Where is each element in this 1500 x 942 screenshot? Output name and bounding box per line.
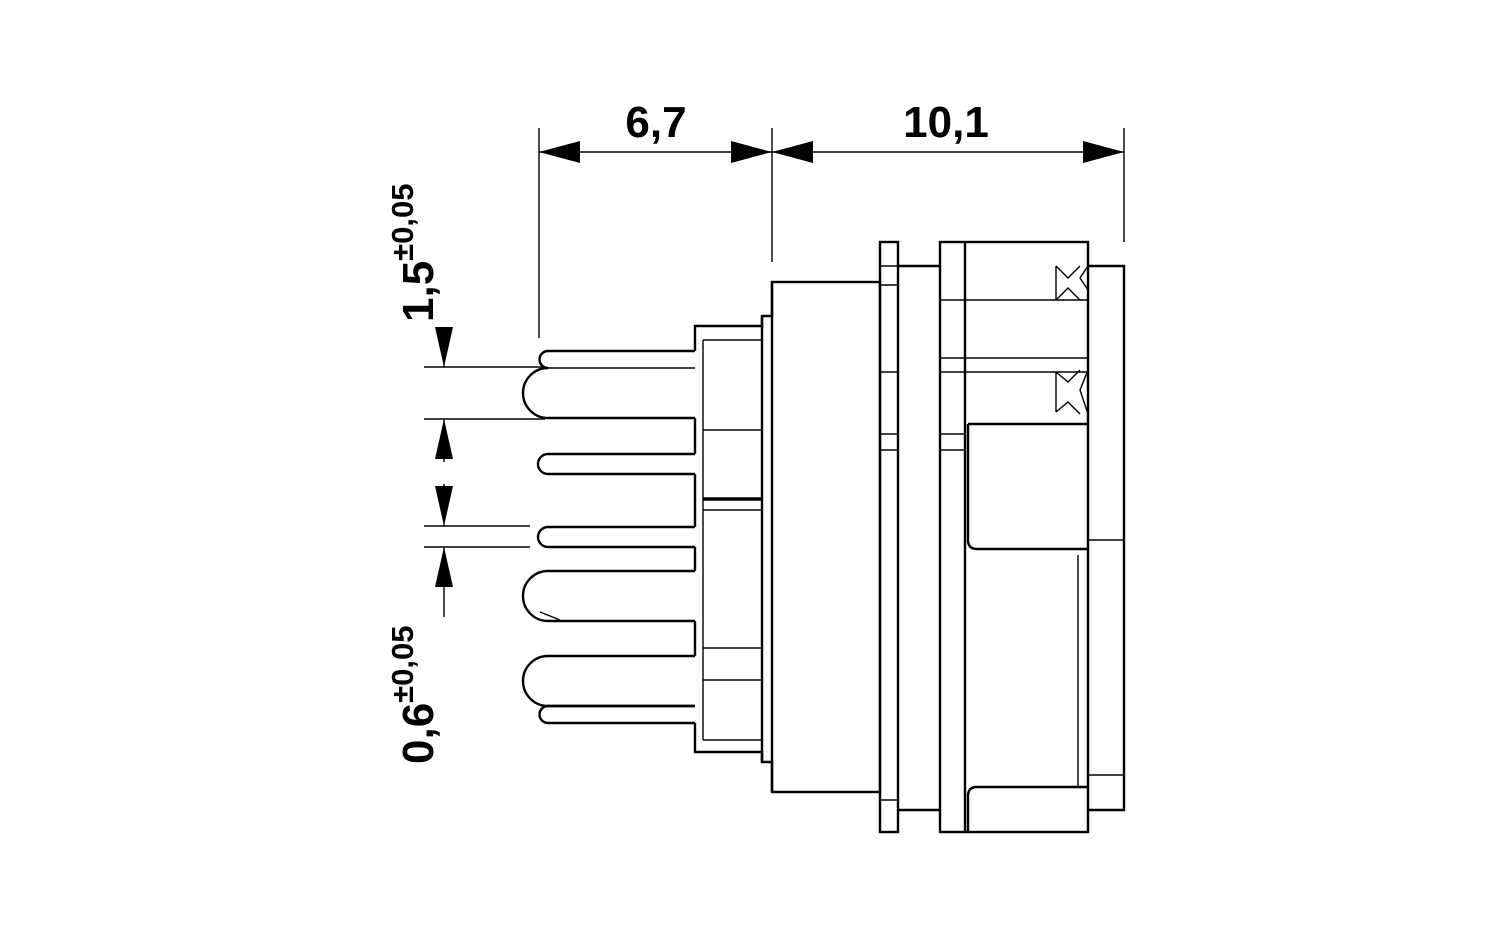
pin [521, 349, 695, 420]
pin [538, 704, 695, 725]
housing-body [770, 280, 882, 794]
arrowhead [772, 141, 813, 163]
arrowhead [731, 141, 772, 163]
flange [878, 240, 900, 834]
arrowhead [435, 327, 453, 367]
carrier-outline [693, 723, 774, 792]
chamfer-detail [1055, 369, 1089, 415]
pin [521, 654, 695, 708]
arrowhead [435, 547, 453, 587]
pin [536, 525, 695, 549]
arrowhead [435, 486, 453, 526]
pin-carrier [693, 282, 774, 792]
dimension-label-6-7: 6,7 [625, 98, 686, 147]
coupling-nut [938, 240, 1090, 834]
arrowhead [435, 419, 453, 459]
rear-step [1088, 264, 1126, 812]
arrowhead [1083, 141, 1124, 163]
pin-edge [539, 611, 561, 621]
dimension-pin-length: 6,7 [538, 98, 773, 338]
inner-recess [966, 785, 1088, 832]
dimension-label-0-6: 0,6±0,05 [385, 625, 443, 764]
dimension-body-length: 10,1 [772, 98, 1125, 242]
pin [536, 452, 695, 476]
pins [521, 349, 695, 725]
dimension-pin-pitch: 1,5±0,05 [385, 183, 545, 462]
pin [521, 569, 695, 623]
dimension-pin-diameter: 0,6±0,05 [385, 484, 530, 764]
inner-recess [966, 422, 1088, 551]
chamfer-detail [1055, 265, 1089, 301]
housing [770, 240, 1126, 834]
arrowhead [539, 141, 580, 163]
dimension-label-1-5: 1,5±0,05 [385, 183, 443, 322]
dimension-label-10-1: 10,1 [903, 98, 989, 147]
